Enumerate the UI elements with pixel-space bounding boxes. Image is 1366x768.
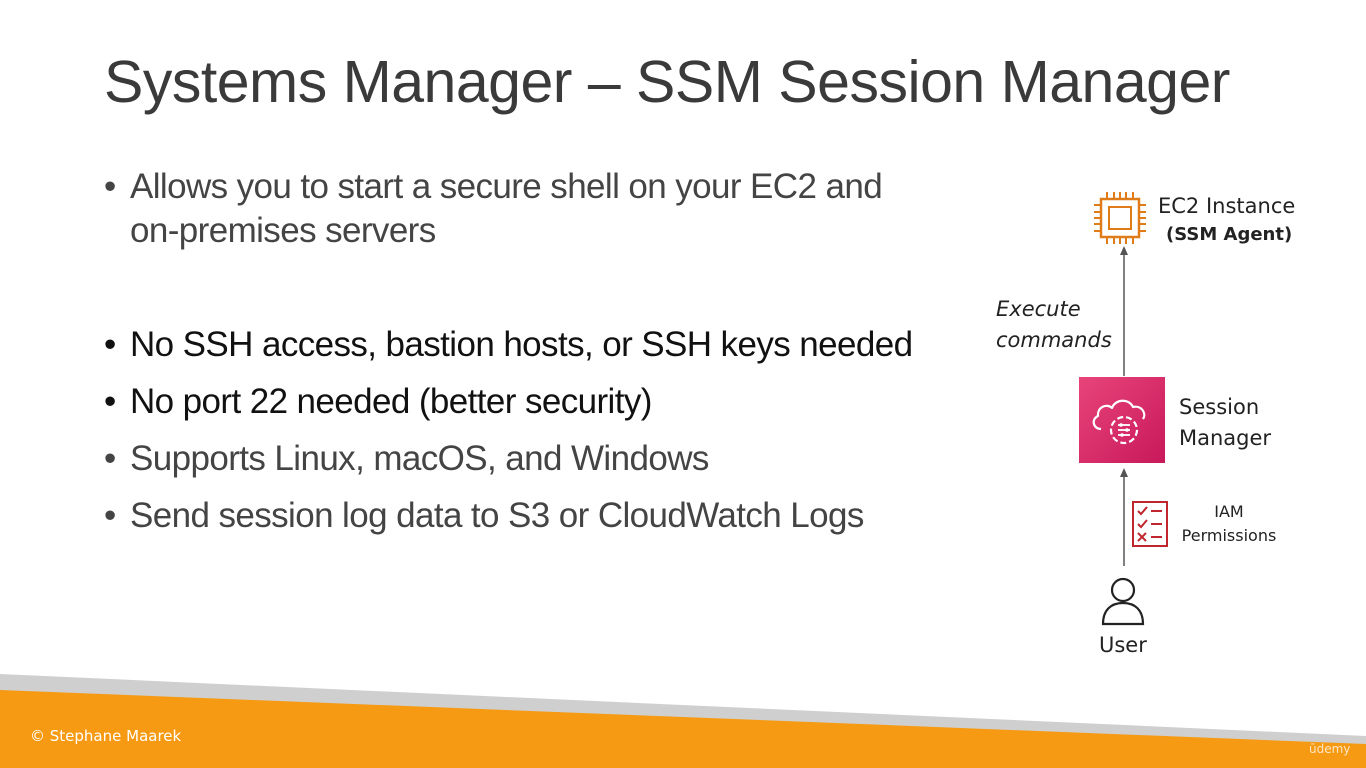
bullet-marker: • (104, 325, 116, 364)
bullet-marker: • (104, 167, 116, 206)
session-manager-label: Session Manager (1179, 395, 1272, 450)
bullet-text: Send session log data to S3 or CloudWatc… (130, 496, 864, 535)
iam-permissions-label: IAM Permissions (1181, 502, 1277, 545)
user-label: User (1099, 633, 1147, 657)
udemy-watermark: ūdemy (1309, 742, 1351, 756)
bullet-text-continued: on-premises servers (130, 211, 436, 250)
footer-band (0, 674, 1366, 768)
bullet-text: Allows you to start a secure shell on yo… (130, 167, 883, 206)
bullet-text: No port 22 needed (better security) (130, 382, 652, 421)
bullet-marker: • (104, 496, 116, 535)
ssm-agent-label: (SSM Agent) (1166, 224, 1293, 245)
ec2-instance-label: EC2 Instance (1158, 194, 1296, 218)
checklist-icon (1132, 501, 1168, 547)
copyright-text: © Stephane Maarek (30, 727, 182, 745)
session-manager-icon (1079, 377, 1165, 463)
execute-commands-label: Execute commands (996, 297, 1112, 352)
bullet-text: Supports Linux, macOS, and Windows (130, 439, 709, 478)
ec2-chip-icon (1094, 192, 1146, 244)
user-icon (1101, 577, 1145, 626)
bullet-marker: • (104, 439, 116, 478)
bullet-text: No SSH access, bastion hosts, or SSH key… (130, 325, 913, 364)
flow-arrow (1120, 246, 1128, 566)
slide-title: Systems Manager – SSM Session Manager (104, 49, 1230, 115)
bullet-marker: • (104, 382, 116, 421)
